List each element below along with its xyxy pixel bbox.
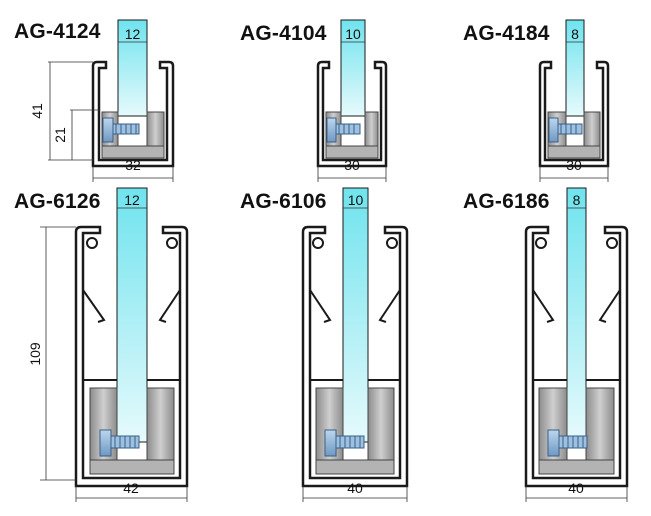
left-web	[82, 289, 106, 323]
dim-width: 40	[347, 480, 363, 496]
left-clamp	[89, 387, 118, 471]
screw-slot-left	[312, 237, 324, 249]
base-channel	[315, 459, 395, 475]
dim-bolt-height: 21	[52, 127, 68, 143]
glass-panel	[565, 19, 585, 117]
base-channel	[538, 459, 615, 475]
dim-glass: 8	[571, 26, 579, 42]
left-web	[309, 289, 332, 323]
base-channel	[547, 145, 601, 159]
profile-ag-6126: 109 42 12	[27, 187, 189, 502]
dim-glass: 12	[124, 192, 140, 208]
right-clamp	[367, 387, 395, 471]
glass-panel	[117, 19, 148, 117]
profile-ag-6106: 40 10	[301, 187, 409, 502]
bolt-shaft	[557, 123, 583, 135]
frame-outline	[301, 225, 409, 488]
left-clamp	[315, 387, 344, 471]
frame-outline	[524, 225, 629, 488]
bolt-head	[547, 429, 560, 457]
dim-width: 32	[125, 157, 141, 173]
glass-panel	[116, 187, 148, 443]
profile-title-ag-4124: AG-4124	[14, 20, 101, 43]
frame-outline	[91, 60, 175, 168]
right-web	[598, 289, 621, 323]
screw-slot-right	[166, 237, 178, 249]
screw-slot-right	[386, 237, 398, 249]
dim-glass: 10	[345, 26, 361, 42]
dim-glass: 8	[573, 192, 581, 208]
dim-width: 30	[566, 157, 582, 173]
right-clamp	[146, 387, 175, 471]
base-channel	[89, 459, 175, 475]
frame-outline	[316, 60, 388, 168]
right-clamp	[585, 387, 615, 471]
bolt-head	[548, 117, 559, 143]
profile-ag-4184: 30 8	[538, 19, 610, 182]
frame-outline	[74, 225, 189, 488]
frame-outline	[538, 60, 610, 168]
profile-ag-4124: 41 21 32 12	[29, 19, 175, 182]
profile-ag-6186: 40 8	[524, 187, 629, 502]
profile-title-ag-6126: AG-6126	[14, 190, 101, 213]
dim-height: 109	[27, 342, 43, 366]
profile-title-ag-4104: AG-4104	[240, 22, 327, 45]
screw-slot-left	[535, 237, 547, 249]
profile-ag-4104: 30 10	[316, 19, 388, 182]
dim-width: 42	[123, 480, 139, 496]
dim-width: 40	[568, 480, 584, 496]
profile-title-ag-4184: AG-4184	[463, 22, 550, 45]
base-channel	[101, 145, 165, 159]
glass-panel	[566, 187, 587, 443]
right-web	[378, 289, 401, 323]
bolt-head	[324, 429, 337, 457]
screw-slot-right	[606, 237, 618, 249]
profile-title-ag-6106: AG-6106	[240, 190, 327, 213]
base-channel	[325, 145, 379, 159]
dim-width: 30	[344, 157, 360, 173]
right-web	[158, 289, 181, 323]
bolt-head	[102, 117, 114, 143]
glass-panel	[342, 187, 369, 443]
screw-slot-left	[86, 237, 98, 249]
dim-glass: 12	[125, 26, 141, 42]
left-web	[532, 289, 555, 323]
dim-glass: 10	[348, 192, 364, 208]
glass-panel	[340, 19, 366, 117]
bolt-head	[99, 429, 112, 457]
left-clamp	[538, 387, 568, 471]
bolt-head	[326, 117, 337, 143]
profile-title-ag-6186: AG-6186	[463, 190, 550, 213]
bolt-shaft	[335, 123, 361, 135]
dim-height: 41	[29, 103, 45, 119]
